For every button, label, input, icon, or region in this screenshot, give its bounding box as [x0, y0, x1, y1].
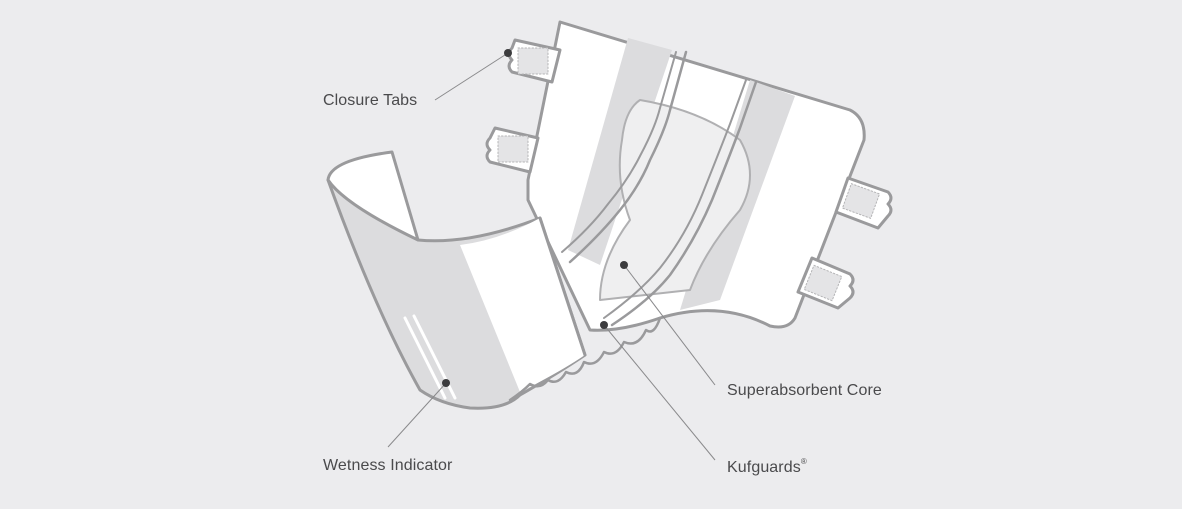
kufguard-gather-left-inner: [561, 51, 677, 253]
kufguard-gather-right-inner: [603, 79, 747, 319]
marker-kufguards: [600, 321, 608, 329]
marker-superabsorbent-core: [620, 261, 628, 269]
marker-closure-tabs: [504, 49, 512, 57]
core-shape: [599, 99, 751, 301]
closure-tab-bottom-right: [796, 256, 855, 310]
kufguards-label: Kufguards: [727, 459, 801, 476]
closure-tab-mid-left: [485, 126, 540, 174]
superabsorbent-core-label: Superabsorbent Core: [727, 382, 882, 399]
kufguard-gather-right: [610, 80, 758, 327]
leader-superabsorbent-core: [623, 264, 716, 386]
registered-mark: ®: [800, 457, 807, 466]
kufguard-gather-left: [568, 50, 688, 264]
crotch-ruffle: [508, 316, 662, 402]
closure-tab-top-right: [834, 176, 893, 230]
wetness-indicator-line-a: [403, 316, 447, 400]
front-panel-edge: [538, 216, 587, 357]
leader-kufguards: [603, 324, 716, 461]
kufguards-label-wrap: Kufguards®: [727, 457, 807, 477]
closure-tab-top-left: [507, 38, 562, 84]
leader-closure-tabs: [434, 52, 509, 101]
closure-tabs-label: Closure Tabs: [323, 92, 418, 109]
marker-wetness-indicator: [442, 379, 450, 387]
leader-wetness-indicator: [387, 382, 447, 448]
wetness-indicator-label: Wetness Indicator: [323, 457, 453, 474]
